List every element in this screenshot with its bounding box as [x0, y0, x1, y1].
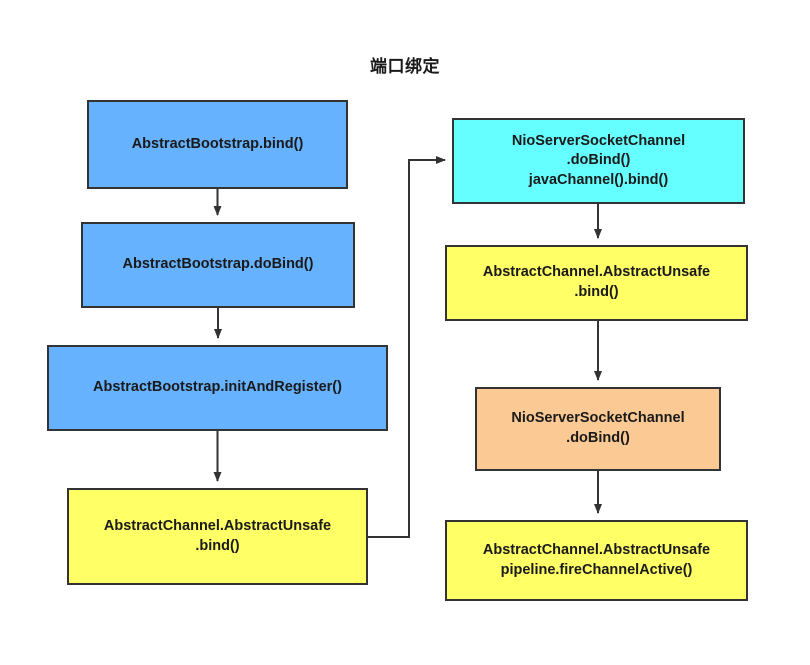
node-abstractchannel-abstractunsafe-firechannelactive[interactable]: AbstractChannel.AbstractUnsafe pipeline.… [445, 520, 748, 601]
node-abstractchannel-abstractunsafe-bind-left[interactable]: AbstractChannel.AbstractUnsafe .bind() [67, 488, 368, 585]
edge-unsafebind-to-nioserversocketchannel [368, 156, 446, 538]
node-abstractbootstrap-bind[interactable]: AbstractBootstrap.bind() [87, 100, 348, 189]
node-nioserversocketchannel-dobind-javachannel[interactable]: NioServerSocketChannel .doBind() javaCha… [452, 118, 745, 204]
node-abstractbootstrap-dobind[interactable]: AbstractBootstrap.doBind() [81, 222, 355, 308]
page-title: 端口绑定 [370, 57, 440, 76]
node-abstractchannel-abstractunsafe-bind-right[interactable]: AbstractChannel.AbstractUnsafe .bind() [445, 245, 748, 321]
node-abstractbootstrap-initandregister[interactable]: AbstractBootstrap.initAndRegister() [47, 345, 388, 431]
node-nioserversocketchannel-dobind[interactable]: NioServerSocketChannel .doBind() [475, 387, 721, 471]
